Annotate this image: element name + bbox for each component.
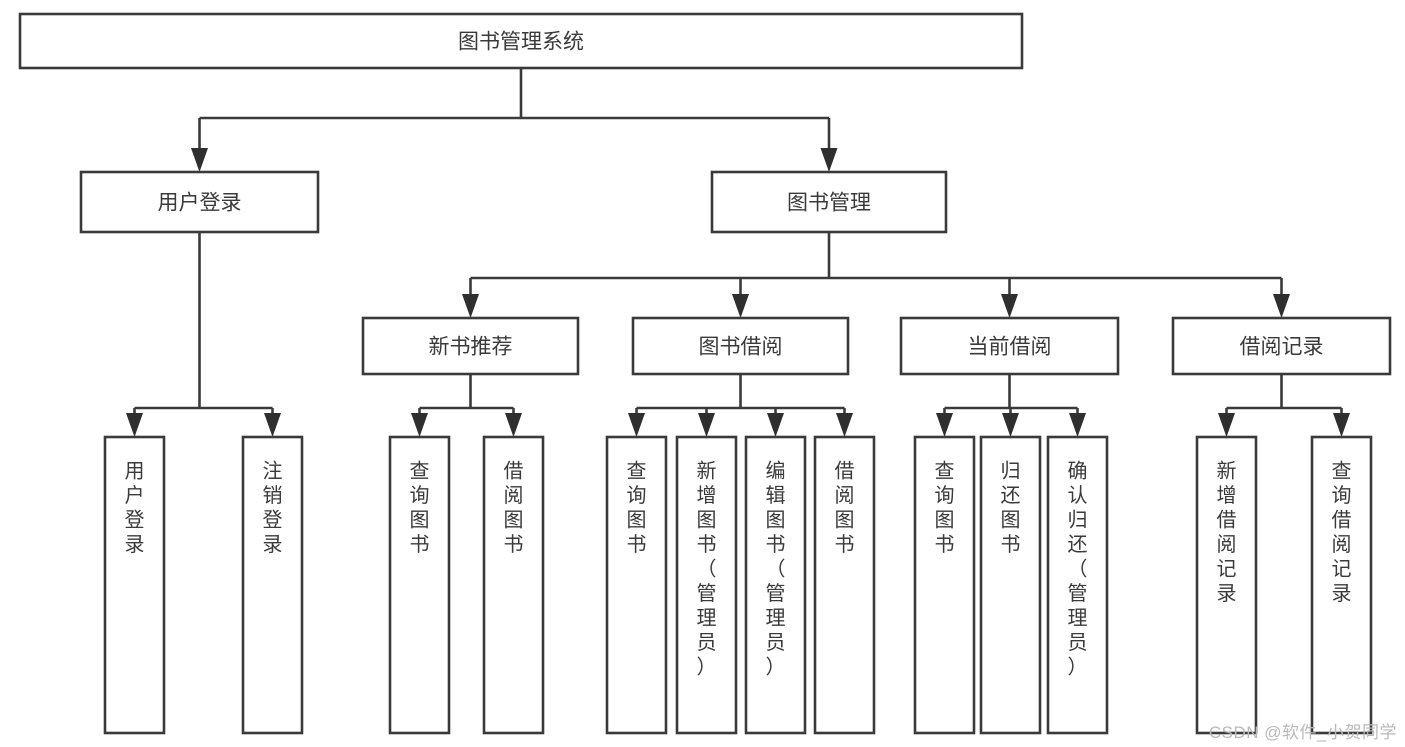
node-label: 新书推荐 — [429, 336, 513, 359]
arrow-head-icon — [1333, 413, 1350, 437]
arrow-head-icon — [820, 148, 838, 172]
node-box[interactable] — [813, 435, 876, 735]
node-label: 查询图书 — [627, 459, 647, 556]
arrow-head-icon — [767, 413, 784, 437]
node-label: 图书管理系统 — [458, 31, 584, 54]
node-box[interactable] — [979, 435, 1042, 735]
node-label: 当前借阅 — [968, 336, 1052, 359]
node-label: 确认归还（管理员） — [1068, 459, 1088, 678]
arrow-head-icon — [628, 413, 645, 437]
node-box[interactable] — [1195, 435, 1258, 735]
node-label: 查询图书 — [935, 459, 955, 556]
node-leaf-borrow-lend[interactable]: 借阅图书 — [813, 435, 876, 735]
node-recommend[interactable]: 新书推荐 — [361, 316, 580, 376]
node-leaf-rec-add[interactable]: 新增借阅记录 — [1195, 435, 1258, 735]
arrow-head-icon — [1002, 413, 1019, 437]
node-box[interactable] — [675, 435, 738, 735]
node-label: 注销登录 — [263, 459, 283, 556]
node-box[interactable] — [361, 316, 580, 376]
node-books[interactable]: 图书管理 — [710, 170, 948, 234]
edge-group-books — [462, 232, 1290, 318]
node-label: 新增借阅记录 — [1217, 459, 1237, 605]
arrow-head-icon — [1273, 294, 1290, 318]
node-box[interactable] — [710, 170, 948, 234]
node-current[interactable]: 当前借阅 — [899, 316, 1120, 376]
node-leaf-borrow-add[interactable]: 新增图书（管理员） — [675, 435, 738, 735]
node-box[interactable] — [241, 435, 304, 735]
node-label: 借阅图书 — [835, 459, 855, 556]
node-leaf-cur-query[interactable]: 查询图书 — [913, 435, 976, 735]
edge-group-recommend — [411, 374, 522, 437]
node-box[interactable] — [1171, 316, 1392, 376]
node-leaf-rec-query2[interactable]: 查询借阅记录 — [1310, 435, 1373, 735]
edge-group-borrow — [628, 374, 853, 437]
csdn-watermark: CSDN @软件_小贺同学 — [1208, 723, 1397, 742]
node-box[interactable] — [744, 435, 807, 735]
edge-group-login — [126, 232, 281, 437]
node-label: 图书借阅 — [699, 336, 783, 359]
node-box[interactable] — [482, 435, 545, 735]
arrow-head-icon — [732, 294, 749, 318]
node-box[interactable] — [913, 435, 976, 735]
node-label: 借阅图书 — [504, 459, 524, 556]
node-leaf-rec-borrow[interactable]: 借阅图书 — [482, 435, 545, 735]
arrow-head-icon — [191, 148, 208, 172]
node-leaf-rec-query[interactable]: 查询图书 — [388, 435, 451, 735]
node-leaf-borrow-query[interactable]: 查询图书 — [605, 435, 668, 735]
node-label: 借阅记录 — [1240, 336, 1324, 359]
node-borrow[interactable]: 图书借阅 — [631, 316, 850, 376]
node-box[interactable] — [103, 435, 166, 735]
node-box[interactable] — [388, 435, 451, 735]
edge-group-current — [936, 374, 1086, 437]
node-box[interactable] — [631, 316, 850, 376]
arrow-head-icon — [505, 413, 522, 437]
node-root[interactable]: 图书管理系统 — [18, 12, 1024, 70]
node-label: 归还图书 — [1001, 459, 1021, 556]
node-leaf-user-login[interactable]: 用户登录 — [103, 435, 166, 735]
arrow-head-icon — [1001, 294, 1018, 318]
arrow-head-icon — [462, 294, 479, 318]
node-label: 编辑图书（管理员） — [766, 459, 786, 678]
node-label: 查询借阅记录 — [1332, 459, 1352, 605]
node-label: 用户登录 — [125, 460, 145, 556]
edges-layer — [126, 68, 1350, 437]
node-label: 用户登录 — [158, 192, 242, 215]
arrow-head-icon — [411, 413, 428, 437]
node-box[interactable] — [1310, 435, 1373, 735]
node-leaf-borrow-edit[interactable]: 编辑图书（管理员） — [744, 435, 807, 735]
node-label: 新增图书（管理员） — [697, 459, 717, 678]
node-leaf-cur-return[interactable]: 归还图书 — [979, 435, 1042, 735]
arrow-head-icon — [698, 413, 715, 437]
node-box[interactable] — [605, 435, 668, 735]
node-login[interactable]: 用户登录 — [79, 170, 320, 234]
node-box[interactable] — [18, 12, 1024, 70]
arrow-head-icon — [936, 413, 953, 437]
node-records[interactable]: 借阅记录 — [1171, 316, 1392, 376]
node-leaf-cur-confirm[interactable]: 确认归还（管理员） — [1046, 435, 1109, 735]
node-box[interactable] — [899, 316, 1120, 376]
nodes-layer: 图书管理系统用户登录图书管理新书推荐图书借阅当前借阅借阅记录用户登录注销登录查询… — [18, 12, 1392, 735]
arrow-head-icon — [836, 413, 853, 437]
node-label: 查询图书 — [410, 459, 430, 556]
arrow-head-icon — [264, 413, 281, 437]
edge-group-records — [1218, 374, 1350, 437]
arrow-head-icon — [1069, 413, 1086, 437]
arrow-head-icon — [126, 413, 143, 437]
node-label: 图书管理 — [787, 192, 871, 215]
node-box[interactable] — [79, 170, 320, 234]
node-box[interactable] — [1046, 435, 1109, 735]
edge-group-root — [191, 68, 838, 172]
node-leaf-user-logout[interactable]: 注销登录 — [241, 435, 304, 735]
arrow-head-icon — [1218, 413, 1235, 437]
